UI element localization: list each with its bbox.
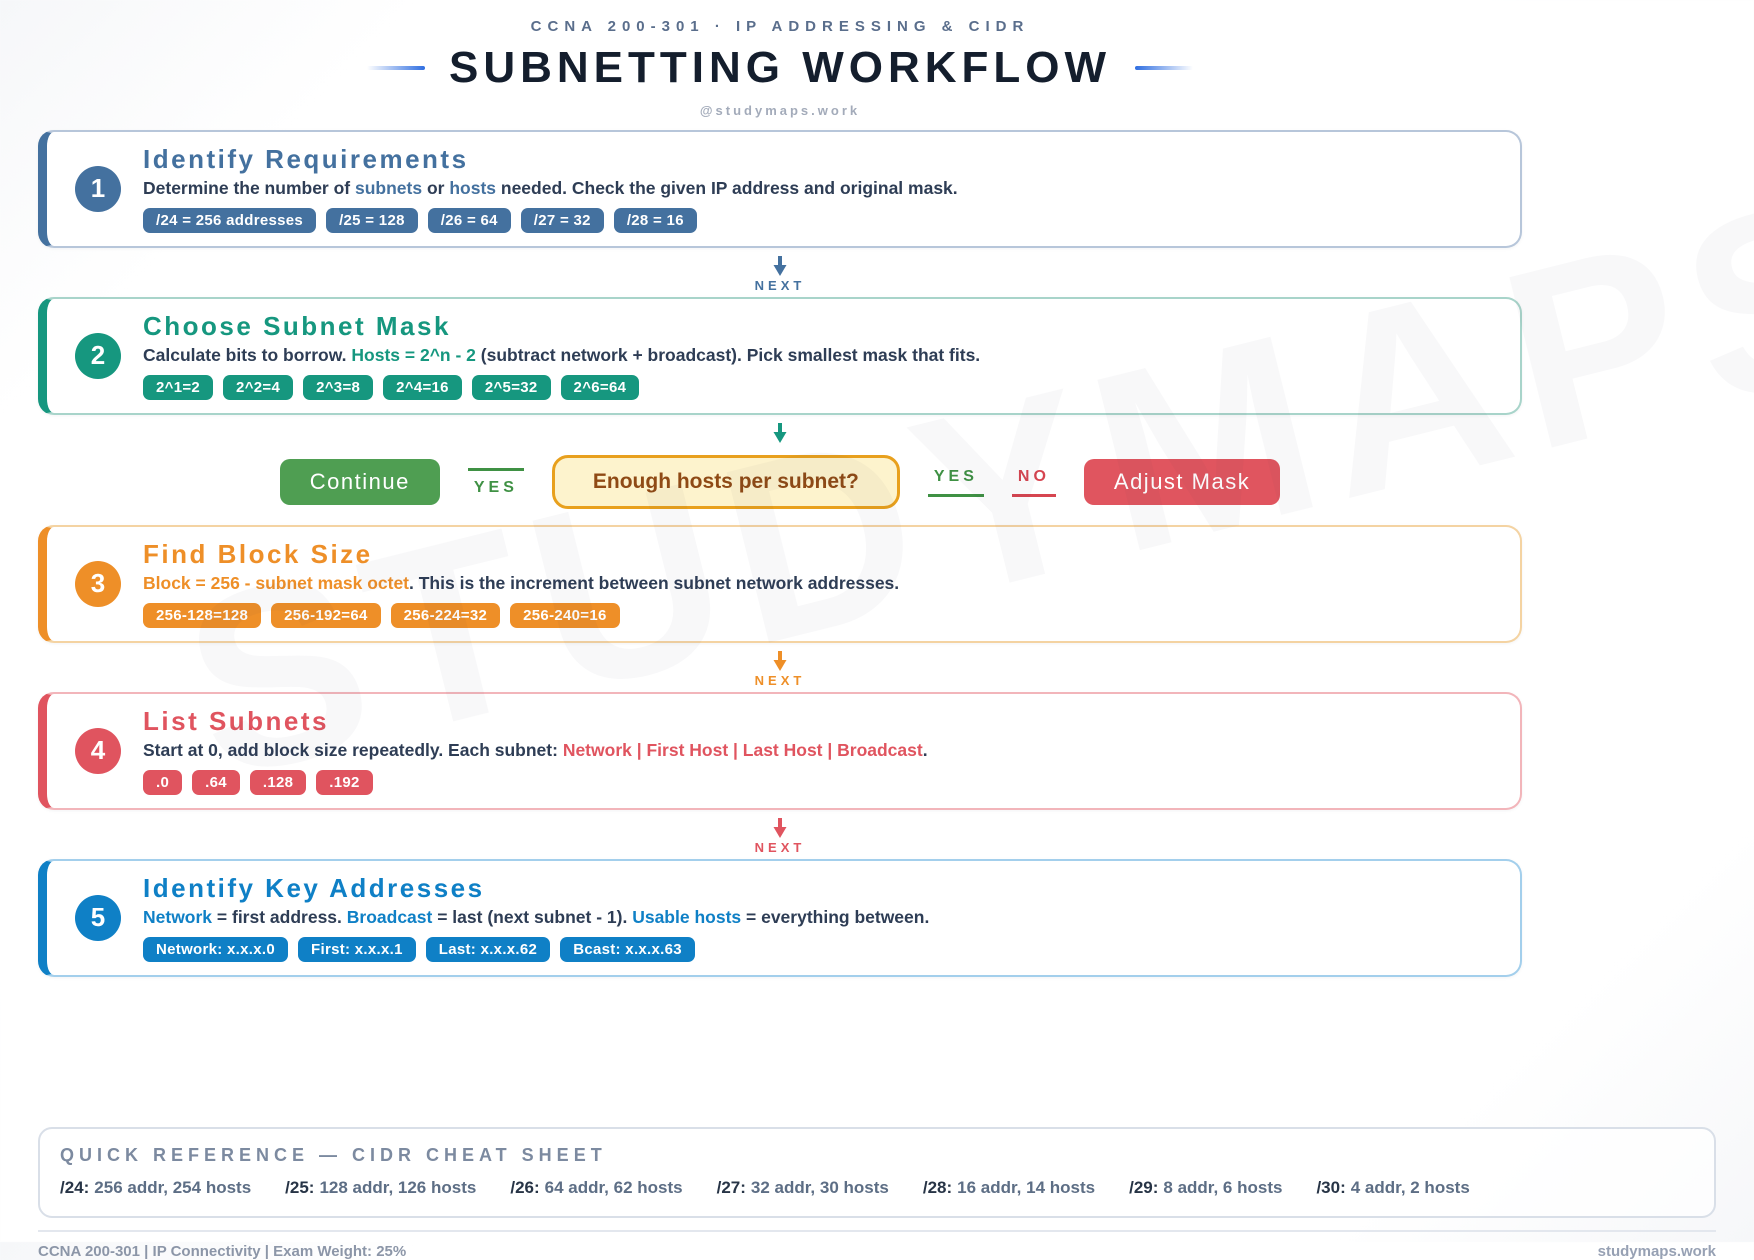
step-number-badge: 3 <box>75 560 121 607</box>
quick-reference-title: QUICK REFERENCE — CIDR CHEAT SHEET <box>60 1145 607 1165</box>
chip: 2^4=16 <box>383 375 462 400</box>
chip: /27 = 32 <box>520 208 604 233</box>
chip: /24 = 256 addresses <box>143 208 317 233</box>
cidr-cheat-sheet-row: /24:256 addr, 254 hosts /25:128 addr, 12… <box>60 1178 1694 1198</box>
cidr-entry: /26:64 addr, 62 hosts <box>510 1178 683 1197</box>
no-branch-label: NO <box>1011 468 1056 497</box>
step-description: Calculate bits to borrow. Hosts = 2^n - … <box>143 345 981 365</box>
step-description: Network = first address. Broadcast = las… <box>143 907 930 927</box>
step-chips: 256-128=128 256-192=64 256-224=32 256-24… <box>143 603 899 628</box>
footer-course-info: CCNA 200-301 | IP Connectivity | Exam We… <box>38 1243 407 1260</box>
title-accent-line-left <box>366 66 425 70</box>
down-arrow-icon <box>773 651 787 671</box>
down-arrow-icon <box>773 423 787 443</box>
chip: 2^5=32 <box>471 375 551 400</box>
chip: 256-128=128 <box>143 603 262 628</box>
step-title: Choose Subnet Mask <box>143 311 451 341</box>
cidr-entry: /28:16 addr, 14 hosts <box>922 1178 1096 1197</box>
continue-node: Continue <box>279 459 440 505</box>
chip: 2^3=8 <box>303 375 374 400</box>
step-number-badge: 5 <box>75 894 121 941</box>
down-arrow-icon <box>773 256 787 276</box>
page-title: SUBNETTING WORKFLOW <box>448 43 1112 92</box>
chip: 2^2=4 <box>223 375 294 400</box>
quick-reference-panel: QUICK REFERENCE — CIDR CHEAT SHEET /24:2… <box>38 1127 1716 1218</box>
next-connector-2 <box>38 423 1522 445</box>
chip: 256-240=16 <box>510 603 620 628</box>
chip: /25 = 128 <box>326 208 418 233</box>
step-title: Identify Requirements <box>143 144 469 174</box>
author-handle: @studymaps.work <box>699 103 861 118</box>
chip: /26 = 64 <box>427 208 511 233</box>
step-description: Determine the number of subnets or hosts… <box>143 178 958 198</box>
decision-row: Continue YES Enough hosts per subnet? YE… <box>38 455 1522 509</box>
step-chips: 2^1=2 2^2=4 2^3=8 2^4=16 2^5=32 2^6=64 <box>143 375 980 400</box>
step-number-badge: 4 <box>75 727 121 774</box>
next-connector-3: NEXT <box>38 651 1522 688</box>
course-eyebrow: CCNA 200-301 · IP ADDRESSING & CIDR <box>530 18 1030 35</box>
chip: 256-224=32 <box>390 603 501 628</box>
chip: .0 <box>143 770 183 795</box>
yes-branch-label-left: YES <box>467 467 524 497</box>
chip: Network: x.x.x.0 <box>143 937 289 962</box>
chip: .192 <box>316 770 373 795</box>
chip: First: x.x.x.1 <box>298 937 416 962</box>
workflow-flowchart: 1 Identify Requirements Determine the nu… <box>38 130 1522 977</box>
adjust-mask-node: Adjust Mask <box>1083 459 1281 505</box>
chip: Last: x.x.x.62 <box>425 937 551 962</box>
step-chips: .0 .64 .128 .192 <box>143 770 928 795</box>
cidr-entry: /29:8 addr, 6 hosts <box>1129 1178 1283 1197</box>
yes-branch-label-right: YES <box>927 468 984 497</box>
cidr-entry: /24:256 addr, 254 hosts <box>60 1178 252 1197</box>
step-card-identify-requirements: 1 Identify Requirements Determine the nu… <box>38 130 1522 248</box>
decision-question-node: Enough hosts per subnet? <box>551 455 900 509</box>
cidr-entry: /25:128 addr, 126 hosts <box>285 1178 477 1197</box>
chip: Bcast: x.x.x.63 <box>560 937 695 962</box>
chip: 2^6=64 <box>560 375 640 400</box>
poster-header: CCNA 200-301 · IP ADDRESSING & CIDR SUBN… <box>38 0 1522 118</box>
next-label: NEXT <box>754 673 806 688</box>
chip: .128 <box>249 770 307 795</box>
chip: /28 = 16 <box>613 208 697 233</box>
cidr-entry: /27:32 addr, 30 hosts <box>716 1178 889 1197</box>
step-number-badge: 1 <box>75 165 121 212</box>
step-chips: /24 = 256 addresses /25 = 128 /26 = 64 /… <box>143 208 958 233</box>
cidr-entry: /30:4 addr, 2 hosts <box>1316 1178 1470 1197</box>
step-title: Find Block Size <box>143 539 373 569</box>
next-connector-1: NEXT <box>38 256 1522 293</box>
step-title: List Subnets <box>143 706 330 736</box>
chip: .64 <box>192 770 240 795</box>
title-row: SUBNETTING WORKFLOW <box>38 43 1522 93</box>
down-arrow-icon <box>773 818 787 838</box>
step-description: Block = 256 - subnet mask octet. This is… <box>143 573 900 593</box>
next-label: NEXT <box>754 840 806 855</box>
chip: 256-192=64 <box>271 603 381 628</box>
chip: 2^1=2 <box>143 375 214 400</box>
step-title: Identify Key Addresses <box>143 873 485 903</box>
title-accent-line-right <box>1135 66 1194 70</box>
next-label: NEXT <box>754 278 806 293</box>
step-chips: Network: x.x.x.0 First: x.x.x.1 Last: x.… <box>143 937 929 962</box>
step-card-identify-key-addresses: 5 Identify Key Addresses Network = first… <box>38 859 1522 977</box>
next-connector-4: NEXT <box>38 818 1522 855</box>
step-card-list-subnets: 4 List Subnets Start at 0, add block siz… <box>38 692 1522 810</box>
step-card-find-block-size: 3 Find Block Size Block = 256 - subnet m… <box>38 525 1522 643</box>
step-card-choose-subnet-mask: 2 Choose Subnet Mask Calculate bits to b… <box>38 297 1522 415</box>
step-description: Start at 0, add block size repeatedly. E… <box>143 740 928 760</box>
poster-footer: CCNA 200-301 | IP Connectivity | Exam We… <box>38 1230 1716 1260</box>
step-number-badge: 2 <box>75 332 121 379</box>
footer-brand: studymaps.work <box>1597 1243 1716 1260</box>
